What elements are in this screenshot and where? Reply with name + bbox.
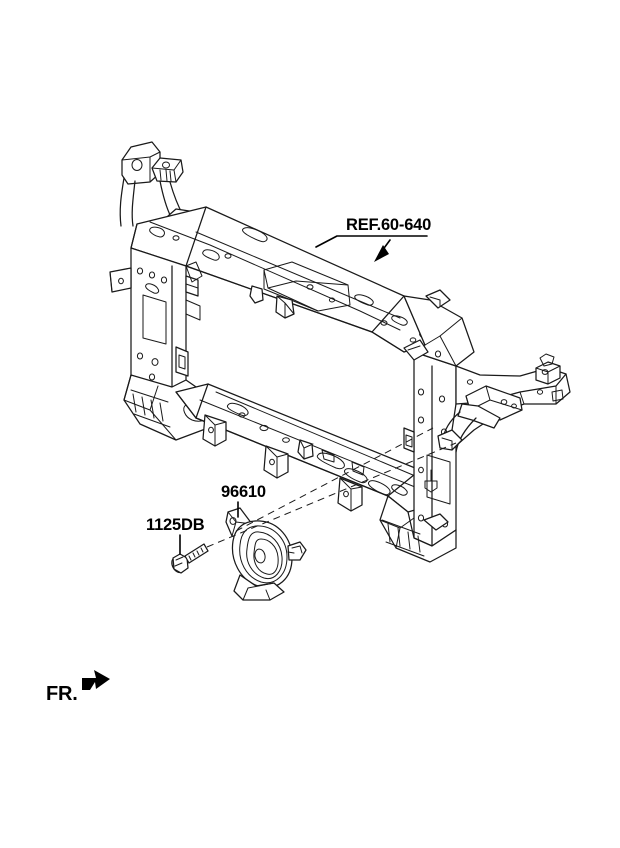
horn-assembly-dashed-line <box>235 427 434 532</box>
leader-lines <box>179 235 457 555</box>
ref-arrowhead <box>374 245 389 262</box>
reference-label-ref-60-640: REF.60-640 <box>346 216 432 234</box>
left-beam-pillar-joint <box>185 261 203 321</box>
mounting-bolt <box>171 543 209 574</box>
part-number-label-bolt: 1125DB <box>146 516 205 534</box>
right-upper-joint <box>403 289 475 367</box>
left-pillar <box>109 247 199 403</box>
right-lower-foot <box>379 495 457 563</box>
lower-crossmember <box>175 383 433 513</box>
front-direction-arrow-icon <box>82 670 110 690</box>
ref-leader-line <box>315 235 428 248</box>
horn-assembly <box>225 507 307 601</box>
radiator-support-carrier <box>109 141 571 563</box>
upper-crossmember <box>130 206 435 353</box>
bolt-assembly-dashed-line <box>206 442 457 548</box>
front-direction-label: FR. <box>46 683 78 705</box>
part-number-label-horn: 96610 <box>221 483 266 501</box>
right-side-bracket <box>437 353 571 453</box>
